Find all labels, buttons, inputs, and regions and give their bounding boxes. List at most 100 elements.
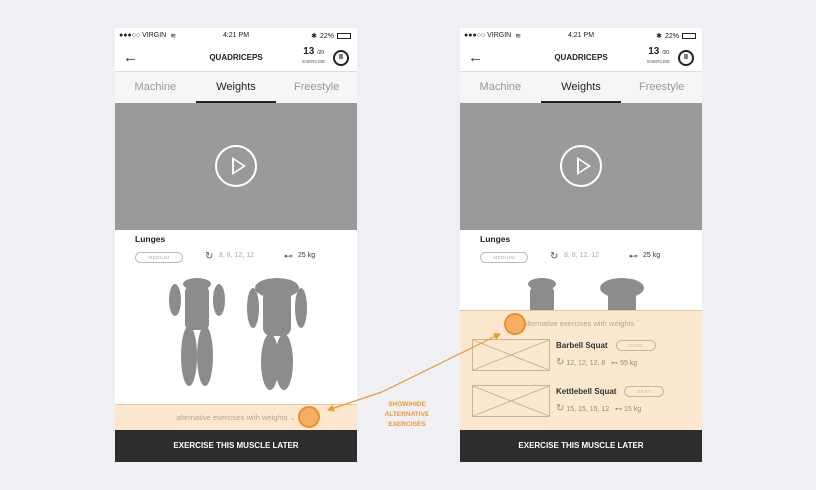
count-label: EXERCISE <box>302 59 325 64</box>
reps: 15, 15, 15, 12 <box>566 406 610 413</box>
count: 13 <box>303 46 315 57</box>
phone-screen-collapsed: ●●●○○ VIRGIN ≋ 4:21 PM ✱ 22% ← QUADRICEP… <box>115 28 357 462</box>
annotation-line: EXERCISES <box>388 421 426 428</box>
exercise-later-button[interactable]: EXERCISE THIS MUSCLE LATER <box>460 430 702 462</box>
annotation-label: SHOW/HIDE ALTERNATIVE EXERCISES <box>376 400 438 430</box>
difficulty-badge: EASY <box>624 386 665 397</box>
reps: 12, 12, 12, 8 <box>566 360 606 367</box>
back-arrow-icon[interactable]: ← <box>468 49 483 66</box>
bluetooth-icon: ✱ <box>656 33 662 40</box>
page-title: QUADRICEPS <box>209 53 263 62</box>
carrier: ●●●○○ VIRGIN <box>119 32 167 39</box>
tap-highlight <box>504 313 526 335</box>
bluetooth-icon: ✱ <box>311 33 317 40</box>
carrier: ●●●○○ VIRGIN <box>464 32 512 39</box>
tap-highlight <box>298 406 320 428</box>
reps: 8, 8, 12, 12 <box>219 252 255 259</box>
clock: 4:21 PM <box>567 32 595 39</box>
pause-icon[interactable]: II <box>678 50 694 66</box>
alternatives-label: alternative exercises with weights <box>176 413 288 422</box>
play-icon[interactable] <box>215 145 257 187</box>
weight: 25 kg <box>298 252 316 259</box>
difficulty-badge: MEDIUM <box>135 252 183 263</box>
difficulty-badge: HARD <box>615 340 656 351</box>
wifi-icon: ≋ <box>515 33 522 40</box>
alternative-name: Barbell Squat <box>556 341 608 350</box>
count: 13 <box>648 46 660 57</box>
tab-freestyle[interactable]: Freestyle <box>639 81 685 93</box>
status-left: ●●●○○ VIRGIN ≋ <box>119 32 176 40</box>
count-label: EXERCISE <box>647 59 670 64</box>
status-left: ●●●○○ VIRGIN ≋ <box>464 32 521 40</box>
alternative-meta: ↻ 15, 15, 15, 12 ⊷ 15 kg <box>556 403 696 414</box>
weight: 25 kg <box>643 252 661 259</box>
weight: 15 kg <box>623 406 642 413</box>
tab-bar: Machine Weights Freestyle <box>460 72 702 103</box>
pause-icon[interactable]: II <box>333 50 349 66</box>
tab-bar: Machine Weights Freestyle <box>115 72 357 103</box>
exercise-name: Lunges <box>480 234 511 244</box>
status-right: ✱ 22% <box>311 32 351 40</box>
alternative-item[interactable]: Barbell Squat HARD ↻ 12, 12, 12, 8 ⊷ 55 … <box>472 339 698 373</box>
annotation-line: SHOW/HIDE <box>388 401 426 408</box>
video-player[interactable] <box>115 103 357 230</box>
battery-percent: 22% <box>319 32 334 40</box>
thumbnail-placeholder <box>472 385 550 417</box>
dumbbell-icon: ⊷ <box>615 406 623 413</box>
clock: 4:21 PM <box>222 32 250 39</box>
repeat-icon: ↻ <box>205 251 214 262</box>
alternatives-toggle[interactable]: alternative exercises with weights ˆ <box>460 319 702 328</box>
exercise-meta: MEDIUM ↻ 8, 8, 12, 12 ⊷ 25 kg <box>135 251 345 263</box>
alternative-item[interactable]: Kettlebell Squat EASY ↻ 15, 15, 15, 12 ⊷… <box>472 385 698 419</box>
body-front <box>169 278 225 386</box>
tab-machine[interactable]: Machine <box>134 81 177 93</box>
exercise-name: Lunges <box>135 234 166 244</box>
tab-weights[interactable]: Weights <box>540 72 622 103</box>
back-arrow-icon[interactable]: ← <box>123 49 138 66</box>
repeat-icon: ↻ <box>556 357 565 368</box>
tab-freestyle[interactable]: Freestyle <box>294 81 340 93</box>
muscle-diagram <box>169 278 307 390</box>
battery-icon <box>337 33 351 39</box>
status-bar: ●●●○○ VIRGIN ≋ 4:21 PM ✱ 22% <box>115 28 357 44</box>
chevron-down-icon[interactable]: ⌄ <box>289 413 296 422</box>
alternatives-panel: alternative exercises with weights ˆ Bar… <box>460 310 702 430</box>
alternative-title-row: Barbell Squat HARD <box>556 340 656 351</box>
tab-weights[interactable]: Weights <box>195 72 277 103</box>
status-right: ✱ 22% <box>656 32 696 40</box>
difficulty-badge: MEDIUM <box>480 252 528 263</box>
play-icon[interactable] <box>560 145 602 187</box>
total: /20 <box>662 50 670 56</box>
phone-screen-expanded: ●●●○○ VIRGIN ≋ 4:21 PM ✱ 22% ← QUADRICEP… <box>460 28 702 462</box>
battery-percent: 22% <box>664 32 679 40</box>
alternative-meta: ↻ 12, 12, 12, 8 ⊷ 55 kg <box>556 357 696 368</box>
exercise-meta: MEDIUM ↻ 8, 8, 12, 12 ⊷ 25 kg <box>480 251 690 263</box>
dumbbell-icon: ⊷ <box>629 251 638 261</box>
thumbnail-placeholder <box>472 339 550 371</box>
body-back <box>247 278 307 390</box>
annotation-line: ALTERNATIVE <box>384 411 430 418</box>
page-title: QUADRICEPS <box>554 53 608 62</box>
video-player[interactable] <box>460 103 702 230</box>
total: /20 <box>317 50 325 56</box>
dumbbell-icon: ⊷ <box>611 360 619 367</box>
alternatives-label: alternative exercises with weights <box>523 319 635 328</box>
tab-machine[interactable]: Machine <box>479 81 522 93</box>
repeat-icon: ↻ <box>550 251 559 262</box>
chevron-up-icon[interactable]: ˆ <box>636 319 639 328</box>
alternative-name: Kettlebell Squat <box>556 387 617 396</box>
reps: 8, 8, 12, 12 <box>564 252 600 259</box>
wifi-icon: ≋ <box>170 33 177 40</box>
dumbbell-icon: ⊷ <box>284 251 293 261</box>
battery-icon <box>682 33 696 39</box>
alternative-title-row: Kettlebell Squat EASY <box>556 386 665 397</box>
exercise-later-button[interactable]: EXERCISE THIS MUSCLE LATER <box>115 430 357 462</box>
weight: 55 kg <box>620 360 638 367</box>
repeat-icon: ↻ <box>556 403 565 414</box>
status-bar: ●●●○○ VIRGIN ≋ 4:21 PM ✱ 22% <box>460 28 702 44</box>
